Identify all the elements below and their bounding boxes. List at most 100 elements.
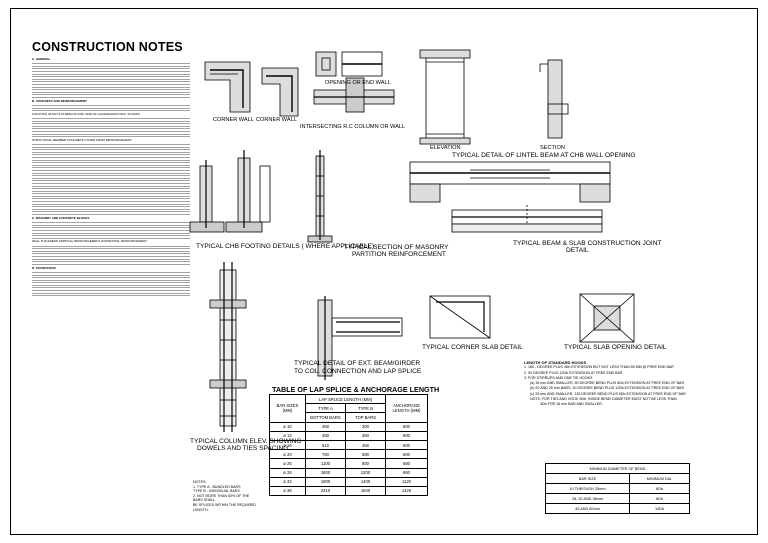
bend-cell-dia: 10Db <box>629 503 690 514</box>
lap-cell-bar-size: ø 28 <box>269 467 306 478</box>
label-masonry-1: TYPICAL SECTION OF MASONRY <box>344 244 449 251</box>
hooks-line-3c: (c) 25 mm AND SMALLER, 135 DEGREE BEND P… <box>530 391 686 396</box>
bar-diameter-icon: ø <box>283 442 288 448</box>
lap-bar-size-value: 10 <box>287 424 292 430</box>
corner-wall-1-drawing <box>204 61 251 113</box>
column-notes-heading: NOTES: <box>193 480 207 484</box>
label-intersecting-column: INTERSECTING R.C COLUMN OR WALL <box>300 124 406 130</box>
lap-header-anchorage: ANCHORAGE LENGTH (MM) <box>385 394 428 423</box>
bar-diameter-icon: ø <box>283 451 288 457</box>
bend-cell-size: 40 AND 60mm <box>545 503 630 514</box>
bend-table-title: MINIMUM DIAMETER OF BEND <box>545 463 690 474</box>
lap-cell-anchorage: 660 <box>385 467 428 478</box>
hooks-line-1: 1. 180 - DEGREE PLUS 4Db EXTENSION BUT N… <box>524 365 674 370</box>
label-construction-joint-1: TYPICAL BEAM & SLAB CONSTRUCTION JOINT <box>513 240 662 247</box>
notes-location-header: LOCATION 28 DAYS STRENGTH MIN. SIZE OF A… <box>32 111 140 116</box>
lap-cell-top: 800 <box>345 458 386 469</box>
lap-cell-bottom: 1900 <box>305 476 346 487</box>
lap-bar-size-value: 20 <box>287 451 292 457</box>
notes-section-b: B. CONCRETE AND REINFORCEMENT <box>32 98 87 103</box>
lap-header-lap-length: LAP SPLICE LENGTH (MM) <box>305 393 386 405</box>
lap-cell-top: 1400 <box>345 476 386 487</box>
hooks-heading: LENGTH OF STANDARD HOOKS <box>524 360 587 365</box>
standard-hooks-notes: LENGTH OF STANDARD HOOKS 1. 180 - DEGREE… <box>524 360 748 408</box>
column-elevation-drawing <box>209 262 247 432</box>
intersecting-column-drawing <box>313 77 395 113</box>
bend-diameter-table: MINIMUM DIAMETER OF BEND BAR SIZE MINIMU… <box>545 463 690 514</box>
label-opening-end-wall: OPENING OR END WALL <box>325 80 391 86</box>
label-slab-opening: TYPICAL SLAB OPENING DETAIL <box>564 344 667 351</box>
notes-section-a: A. GENERAL <box>32 57 51 61</box>
bend-header-dia: MINIMUM DIA. <box>629 473 690 484</box>
bar-diameter-icon: ø <box>283 470 288 476</box>
lintel-beam-drawing <box>409 161 611 203</box>
label-ext-beam-2: TO COL. CONNECTION AND LAP SPLICE <box>294 368 422 375</box>
lap-cell-bar-size: ø 12 <box>269 430 306 441</box>
lap-cell-bottom: 450 <box>305 430 346 441</box>
column-note-1b: TYPE B - INDIVIDUAL BARS <box>193 489 240 494</box>
hooks-line-3a: (a) 16 mm AND SMALLER, 90 DEGREE BEND PL… <box>530 381 685 386</box>
lap-bar-size-value: 16 <box>287 442 292 448</box>
bend-header-size: BAR SIZE <box>545 473 630 484</box>
bar-diameter-icon: ø <box>283 424 288 430</box>
lap-cell-anchorage: 600 <box>385 421 428 432</box>
lap-cell-top: 580 <box>345 449 386 460</box>
notes-section-c: C. MASONRY AND CONCRETE BLOCKS <box>32 216 90 221</box>
label-column-elevation-1: TYPICAL COLUMN ELEV. SHOWING <box>190 438 302 445</box>
column-note-1a: 1. TYPE A - BUNDLED BARS <box>193 484 241 489</box>
label-chb-footing: TYPICAL CHB FOOTING DETAILS ( WHERE APPL… <box>196 243 375 250</box>
label-lintel-beam: TYPICAL DETAIL OF LINTEL BEAM AT CHB WAL… <box>452 152 636 159</box>
page-title: CONSTRUCTION NOTES <box>32 40 183 54</box>
lap-cell-anchorage: 1120 <box>385 476 428 487</box>
hooks-line-3b: (b) 20 AND 25 mm BARS, 90 DEGREE BEND PL… <box>530 386 685 391</box>
label-corner-slab: TYPICAL CORNER SLAB DETAIL <box>422 344 523 351</box>
lap-cell-bar-size: ø 36 <box>269 485 306 497</box>
elevation-drawing <box>419 49 471 145</box>
lap-cell-bar-size: ø 16 <box>269 439 306 451</box>
hooks-line-4b: 4Db FOR 16 mm BAR AND SMALLER. <box>540 402 603 407</box>
bend-cell-dia: 6Db <box>629 483 690 494</box>
construction-notes-text: A. GENERAL B. CONCRETE AND REINFORCEMENT… <box>32 56 190 298</box>
column-notes: NOTES: 1. TYPE A - BUNDLED BARS TYPE B -… <box>193 480 257 512</box>
masonry-partition-drawing <box>307 150 333 243</box>
label-column-elevation-2: DOWELS AND TIES SPACING <box>197 445 289 452</box>
ext-beam-drawing <box>317 296 403 380</box>
lap-bar-size-value: 28 <box>287 470 292 476</box>
lap-header-top-bars: TOP BARS <box>345 412 386 423</box>
lap-cell-top: 1200 <box>345 467 386 478</box>
notes-wall-header: WALL THICKNESS VERTICAL REINFORCEMENT HO… <box>32 239 148 244</box>
bend-cell-size: 28, 32 AND 36mm <box>545 493 630 504</box>
lap-cell-top: 1840 <box>345 485 386 497</box>
corner-wall-2-drawing <box>261 67 299 117</box>
lap-cell-bottom: 2410 <box>305 485 346 497</box>
bend-cell-size: 10 THROUGH 25mm <box>545 483 630 494</box>
lap-cell-anchorage: 600 <box>385 430 428 441</box>
notes-cover-header: STRUCTURAL MEMBER CONCRETE COVER FROM RE… <box>32 137 132 142</box>
label-corner-wall-1: CORNER WALL <box>213 117 254 123</box>
lap-header-type-b: TYPE B <box>345 403 386 414</box>
label-ext-beam-1: TYPICAL DETAIL OF EXT. BEAM/GIRDER <box>294 360 421 367</box>
lap-table-title: TABLE OF LAP SPLICE & ANCHORAGE LENGTH <box>272 385 440 394</box>
column-note-2b: BE SPLICED WITHIN THE REQUIRED LENGTH. <box>193 502 257 512</box>
lap-header-bottom-bars: BOTTOM BARS <box>305 412 346 423</box>
bar-diameter-icon: ø <box>283 488 288 494</box>
lap-cell-bar-size: ø 10 <box>269 421 306 432</box>
lap-cell-top: 450 <box>345 439 386 451</box>
lap-cell-bar-size: ø 20 <box>269 449 306 460</box>
lap-cell-anchorage: 680 <box>385 458 428 469</box>
hooks-line-4: NOTE: FOR TIES AND HOOK 6Db, INSIDE BEND… <box>530 397 677 402</box>
lap-cell-anchorage: 600 <box>385 449 428 460</box>
construction-joint-drawing <box>451 205 603 233</box>
bar-diameter-icon: ø <box>283 433 288 439</box>
bar-diameter-icon: ø <box>283 479 288 485</box>
